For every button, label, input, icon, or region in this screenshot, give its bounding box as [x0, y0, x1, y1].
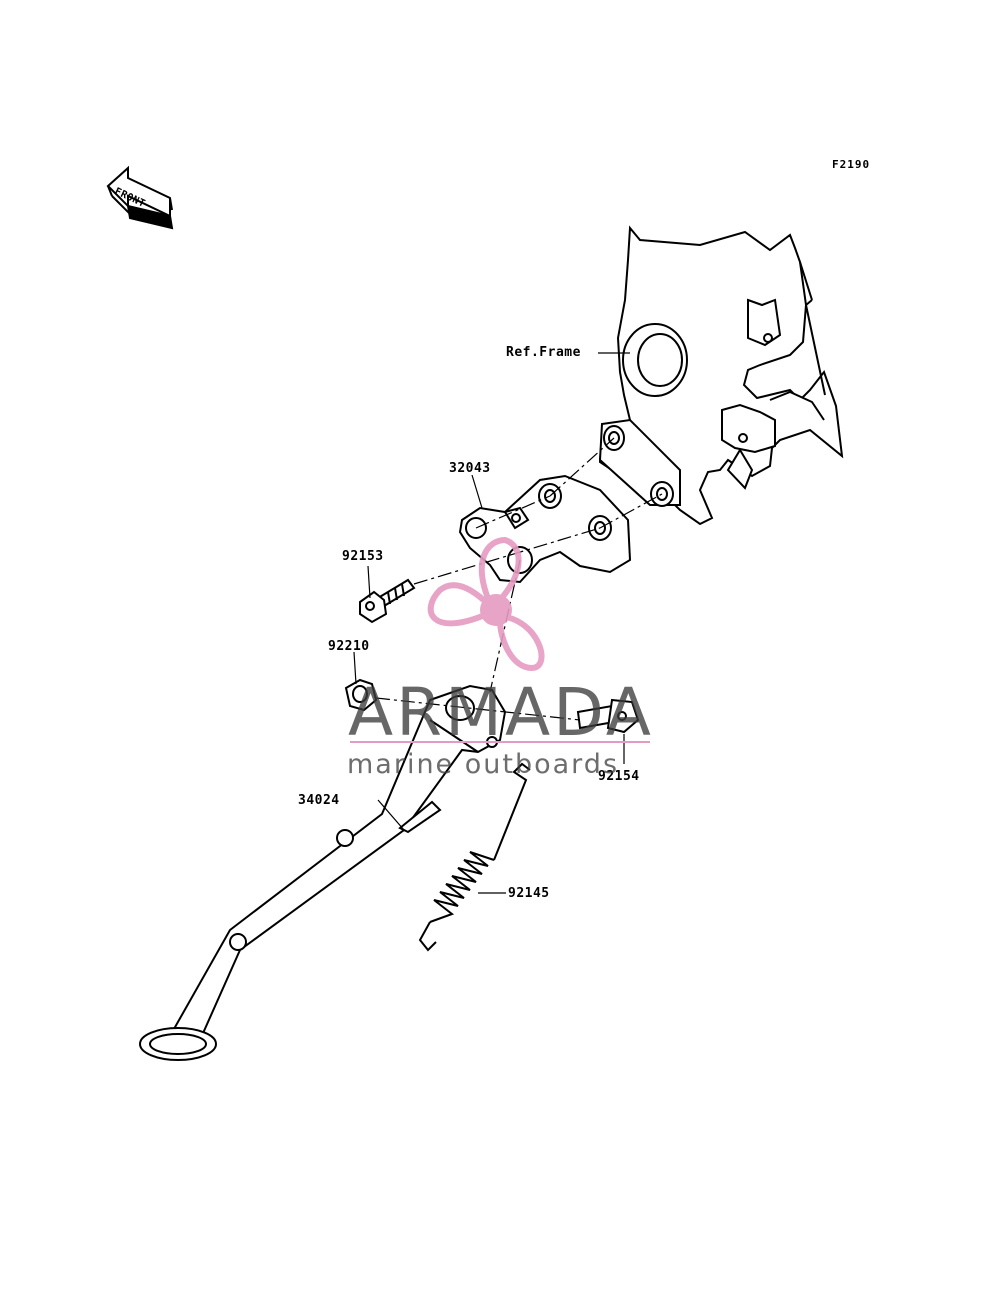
bracket-32043: [458, 474, 632, 584]
bolt-92153: [359, 578, 416, 624]
part-number-92153: 92153: [342, 549, 384, 564]
spring-92145: [418, 762, 531, 952]
watermark-logo-icon: [427, 536, 545, 672]
bolt-92154: [576, 698, 640, 734]
diagram-code: F2190: [832, 158, 871, 171]
nut-92210: [344, 678, 378, 712]
part-number-92210: 92210: [328, 639, 370, 654]
alignment-lines: [375, 437, 663, 721]
watermark-tagline: marine outboards: [347, 749, 620, 780]
watermark-divider: [350, 741, 650, 743]
ref-frame-label: Ref.Frame: [506, 345, 581, 360]
front-arrow-icon: [106, 165, 174, 230]
leader-lines: [353, 352, 630, 894]
part-number-32043: 32043: [449, 461, 491, 476]
part-number-34024: 34024: [298, 793, 340, 808]
watermark-brand: ARMADA: [348, 674, 654, 751]
frame-mount-lugs: [598, 418, 681, 507]
part-number-92145: 92145: [508, 886, 550, 901]
part-number-92154: 92154: [598, 769, 640, 784]
